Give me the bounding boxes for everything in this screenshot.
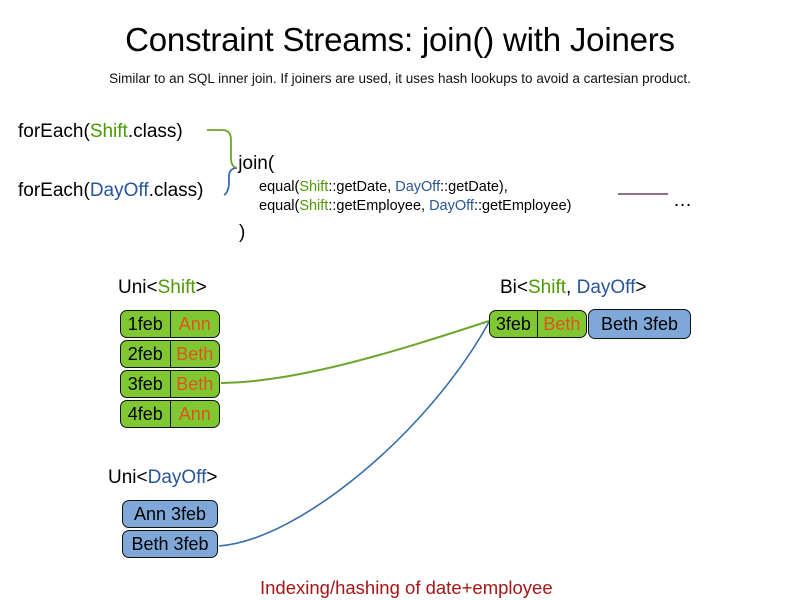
shift-fact-row[interactable]: 2feb Beth <box>120 340 220 368</box>
dayoff-text-cell: Ann 3feb <box>133 504 207 524</box>
annotation-note: Indexing/hashing of date+employee to sca… <box>260 530 566 600</box>
shift-employee-cell: Ann <box>178 314 211 334</box>
label-uni-dayoff-suffix: > <box>206 467 218 488</box>
equal-2-left-rest: ::getEmployee, <box>328 198 430 214</box>
brace-shift-to-join <box>207 129 237 169</box>
dayoff-text-cell: Beth 3feb <box>131 534 209 554</box>
equal-2-left-type: Shift <box>299 198 329 214</box>
bi-shift-employee-cell: Beth <box>543 314 581 334</box>
shift-date-cell: 1feb <box>121 311 171 337</box>
equal-1-right-type: DayOff <box>395 179 441 195</box>
ellipsis-text: … <box>673 190 692 211</box>
shift-employee-cell: Beth <box>176 344 214 364</box>
label-bi-suffix: > <box>635 277 647 298</box>
label-uni-dayoff: Uni<DayOff> <box>108 466 218 489</box>
page-title: Constraint Streams: join() with Joiners <box>125 21 675 58</box>
shift-fact-row[interactable]: 4feb Ann <box>120 400 220 428</box>
bi-dayoff-part[interactable]: Beth 3feb <box>588 309 691 339</box>
annotation-note-line1: Indexing/hashing of date+employee <box>260 577 553 598</box>
label-uni-shift: Uni<Shift> <box>118 276 207 299</box>
equal-1-left-rest: ::getDate, <box>328 179 396 195</box>
code-join-open: .join( <box>233 153 275 174</box>
curve-dayoff-to-bi <box>218 321 490 547</box>
code-equal-line-employee: equal(Shift::getEmployee, DayOff::getEmp… <box>259 197 571 215</box>
label-uni-dayoff-type: DayOff <box>147 467 207 488</box>
shift-date-cell: 4feb <box>121 401 171 427</box>
bi-dayoff-text-cell: Beth 3feb <box>600 314 679 334</box>
page-subtitle: Similar to an SQL inner join. If joiners… <box>109 71 691 86</box>
shift-fact-row[interactable]: 1feb Ann <box>120 310 220 338</box>
label-uni-dayoff-prefix: Uni< <box>108 467 148 488</box>
label-bi-shift-dayoff: Bi<Shift, DayOff> <box>500 276 646 299</box>
label-bi-mid: , <box>566 277 577 298</box>
code-type-dayoff: DayOff <box>89 180 149 201</box>
label-uni-shift-prefix: Uni< <box>118 277 158 298</box>
code-foreach-shift-suffix: .class) <box>127 121 183 142</box>
label-uni-shift-suffix: > <box>195 277 207 298</box>
code-foreach-shift: forEach(Shift.class) <box>18 121 183 143</box>
equal-2-prefix: equal( <box>259 198 300 214</box>
label-uni-shift-type: Shift <box>157 277 196 298</box>
label-bi-type-dayoff: DayOff <box>576 277 636 298</box>
code-foreach-dayoff-prefix: forEach( <box>18 180 90 201</box>
curve-shift-to-bi <box>220 320 490 384</box>
dayoff-fact-row[interactable]: Beth 3feb <box>122 530 218 558</box>
equal-2-right-type: DayOff <box>429 198 474 214</box>
label-bi-prefix: Bi< <box>500 277 528 298</box>
shift-fact-row[interactable]: 3feb Beth <box>120 370 220 398</box>
shift-employee-cell: Beth <box>176 374 214 394</box>
equal-1-prefix: equal( <box>259 179 300 195</box>
code-equal-line-date: equal(Shift::getDate, DayOff::getDate), <box>259 178 508 196</box>
bi-shift-part[interactable]: 3feb Beth <box>489 310 587 338</box>
code-foreach-dayoff-suffix: .class) <box>148 180 204 201</box>
equal-1-left-type: Shift <box>299 179 329 195</box>
equal-1-right-rest: ::getDate), <box>440 179 508 195</box>
code-join-close: ) <box>239 222 246 243</box>
shift-date-cell: 2feb <box>121 341 171 367</box>
bi-shift-date-cell: 3feb <box>490 311 538 337</box>
code-foreach-dayoff: forEach(DayOff.class) <box>18 180 204 202</box>
code-type-shift: Shift <box>89 121 128 142</box>
label-bi-type-shift: Shift <box>528 277 567 298</box>
shift-employee-cell: Ann <box>178 404 211 424</box>
code-foreach-shift-prefix: forEach( <box>18 121 90 142</box>
equal-2-right-rest: ::getEmployee) <box>473 198 572 214</box>
dayoff-fact-row[interactable]: Ann 3feb <box>122 500 218 528</box>
shift-date-cell: 3feb <box>121 371 171 397</box>
